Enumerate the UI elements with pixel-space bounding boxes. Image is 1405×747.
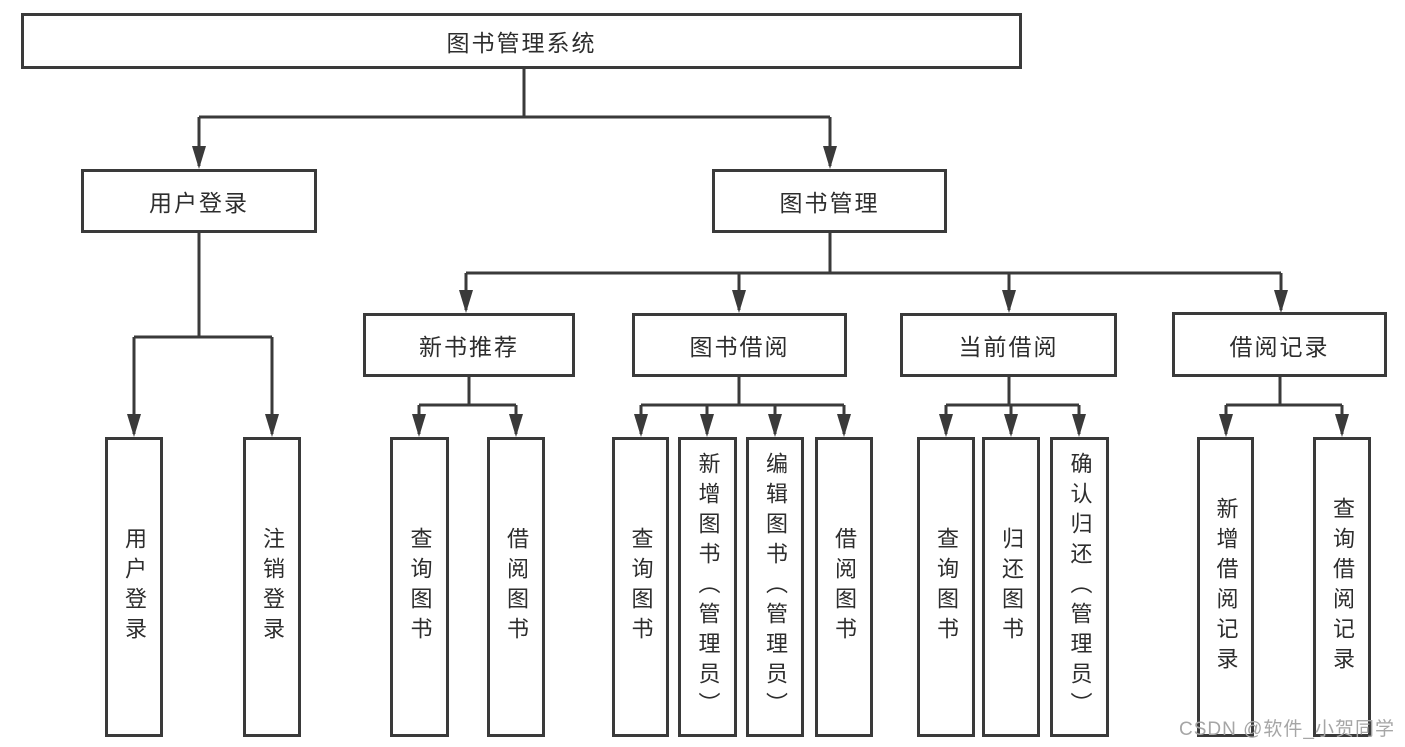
connector-book-borrow-children (634, 377, 851, 437)
arrow-down-icon (1274, 290, 1288, 313)
connector-book-mgmt-children (459, 233, 1288, 313)
arrow-down-icon (732, 290, 746, 313)
node-new-book-recommend: 新书推荐 (363, 313, 575, 377)
leaf-query-books-recommend: 查询图书 (390, 437, 449, 737)
arrow-down-icon (1072, 414, 1086, 437)
node-label: 当前借阅 (958, 334, 1059, 360)
arrow-down-icon (1004, 414, 1018, 437)
leaf-add-borrow-record: 新增借阅记录 (1197, 437, 1254, 737)
arrow-down-icon (1335, 414, 1349, 437)
connector-root-to-branches (192, 69, 837, 169)
node-label: 注销登录 (260, 527, 285, 647)
connector-user-login-children (127, 233, 279, 437)
node-label: 查询图书 (934, 527, 959, 647)
leaf-confirm-return-admin: 确认归还（管理员） (1050, 437, 1109, 737)
leaf-edit-books-admin: 编辑图书（管理员） (746, 437, 804, 737)
leaf-query-borrow-record: 查询借阅记录 (1313, 437, 1371, 737)
node-label: 图书管理系统 (446, 30, 597, 56)
node-book-borrowing: 图书借阅 (632, 313, 847, 377)
node-label: 新增借阅记录 (1213, 497, 1239, 677)
arrow-down-icon (823, 146, 837, 169)
arrow-down-icon (634, 414, 648, 437)
node-user-login: 用户登录 (81, 169, 317, 233)
node-label: 图书管理 (779, 190, 880, 216)
node-book-management: 图书管理 (712, 169, 947, 233)
leaf-borrow-books-recommend: 借阅图书 (487, 437, 545, 737)
node-label: 借阅图书 (504, 527, 529, 647)
leaf-user-login: 用户登录 (105, 437, 163, 737)
arrow-down-icon (192, 146, 206, 169)
node-label: 图书借阅 (689, 334, 790, 360)
arrow-down-icon (265, 414, 279, 437)
node-label: 查询图书 (628, 527, 654, 647)
node-label: 用户登录 (149, 190, 249, 216)
node-label: 借阅记录 (1229, 333, 1330, 360)
connector-current-borrow-children (939, 377, 1086, 437)
arrow-down-icon (459, 290, 473, 313)
leaf-return-books: 归还图书 (982, 437, 1040, 737)
arrow-down-icon (837, 414, 851, 437)
arrow-down-icon (939, 414, 953, 437)
node-label: 编辑图书（管理员） (763, 452, 788, 722)
csdn-watermark: CSDN @软件_小贺同学 (1179, 719, 1395, 740)
arrow-down-icon (127, 414, 141, 437)
node-library-management-system: 图书管理系统 (21, 13, 1022, 69)
node-label: 新书推荐 (419, 334, 519, 360)
arrow-down-icon (768, 414, 782, 437)
node-label: 归还图书 (999, 527, 1024, 647)
node-label: 用户登录 (122, 527, 147, 647)
connector-new-book-rec-children (412, 377, 523, 437)
leaf-query-books-current: 查询图书 (917, 437, 975, 737)
arrow-down-icon (1219, 414, 1233, 437)
node-borrowing-records: 借阅记录 (1172, 312, 1387, 377)
node-label: 确认归还（管理员） (1067, 452, 1093, 722)
leaf-add-books-admin: 新增图书（管理员） (678, 437, 737, 737)
leaf-borrow-books: 借阅图书 (815, 437, 873, 737)
arrow-down-icon (1002, 290, 1016, 313)
node-label: 查询图书 (407, 527, 433, 647)
arrow-down-icon (509, 414, 523, 437)
node-label: 借阅图书 (832, 527, 857, 647)
node-current-borrowing: 当前借阅 (900, 313, 1117, 377)
arrow-down-icon (700, 414, 714, 437)
leaf-query-books-borrow: 查询图书 (612, 437, 669, 737)
node-label: 新增图书（管理员） (695, 452, 721, 722)
arrow-down-icon (412, 414, 426, 437)
node-label: 查询借阅记录 (1330, 497, 1355, 677)
leaf-logout: 注销登录 (243, 437, 301, 737)
connector-borrow-record-children (1219, 377, 1349, 437)
